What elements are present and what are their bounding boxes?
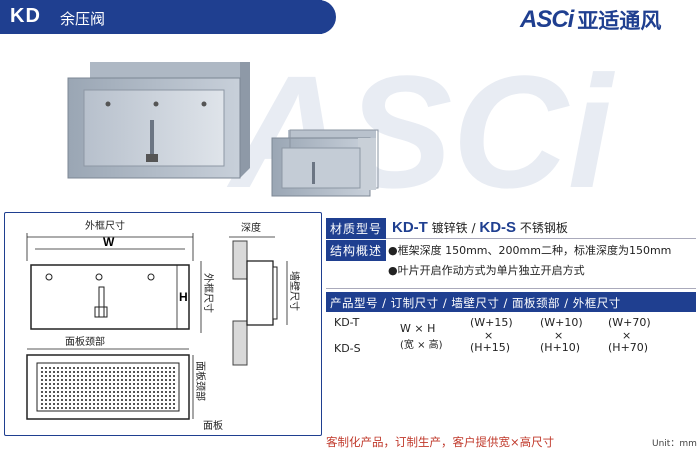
- wall-size-x: ×: [484, 329, 494, 342]
- table-header: 产品型号 / 订制尺寸 / 墙壁尺寸 / 面板颈部 / 外框尺寸: [326, 292, 696, 312]
- panel-label: 面板: [203, 419, 223, 432]
- brand-logo: ASCi 亚适通风: [520, 6, 661, 34]
- brand-name: 亚适通风: [577, 9, 662, 33]
- table-header-text: 产品型号 / 订制尺寸 / 墙壁尺寸 / 面板颈部 / 外框尺寸: [330, 296, 621, 310]
- product-photo: [67, 62, 379, 197]
- material-s-text: 不锈钢板: [519, 221, 568, 235]
- material-value: KD-T 镀锌铁 / KD-S 不锈钢板: [392, 219, 568, 236]
- w-label: W: [103, 235, 115, 249]
- neck-size-x: ×: [554, 329, 564, 342]
- technical-drawing: 外框尺寸 W H 外框尺寸 面板颈部 面板颈部 面板 深度 墙壁尺寸: [4, 212, 322, 436]
- material-row: 材质型号 KD-T 镀锌铁 / KD-S 不锈钢板: [326, 218, 696, 239]
- wall-size-bottom: (H+15): [470, 341, 511, 354]
- h-label: H: [179, 290, 188, 304]
- product-name: 余压阀: [60, 10, 106, 28]
- wall-label: 墙壁尺寸: [288, 271, 301, 311]
- unit-label: Unit：mm: [652, 439, 697, 449]
- frame-size-x: ×: [622, 329, 632, 342]
- material-sep: /: [471, 221, 476, 235]
- model-code: KD: [10, 5, 41, 27]
- custom-size-note: (宽 × 高): [400, 340, 443, 351]
- drawing-svg: 外框尺寸 W H 外框尺寸 面板颈部 面板颈部 面板 深度 墙壁尺寸: [26, 219, 301, 432]
- wall-size-top: (W+15): [470, 316, 513, 329]
- material-s-code: KD-S: [479, 219, 517, 236]
- spec-panel: 材质型号 KD-T 镀锌铁 / KD-S 不锈钢板 结构概述 ●框架深度 150…: [326, 212, 696, 434]
- custom-size: W × H: [400, 322, 436, 335]
- model-kd-t: KD-T: [334, 316, 360, 329]
- frame-size-top: (W+70): [608, 316, 651, 329]
- title-bar: KD 余压阀: [0, 0, 336, 34]
- neck-size-top: (W+10): [540, 316, 583, 329]
- structure-line-2: ●叶片开启作动方式为单片独立开启方式: [388, 264, 585, 277]
- frame-size-bottom: (H+70): [608, 341, 649, 354]
- model-kd-s: KD-S: [334, 342, 361, 355]
- structure-row: 结构概述 ●框架深度 150mm、200mm二种，标准深度为150mm ●叶片开…: [326, 240, 696, 289]
- brand-mark: ASCi: [520, 6, 574, 33]
- panel-neck-label: 面板颈部: [65, 335, 105, 348]
- neck-size-bottom: (H+10): [540, 341, 581, 354]
- structure-line-1: ●框架深度 150mm、200mm二种，标准深度为150mm: [388, 244, 672, 257]
- depth-label: 深度: [241, 221, 261, 234]
- outer-frame-label: 外框尺寸: [85, 219, 125, 232]
- structure-label: 结构概述: [326, 240, 387, 261]
- material-t-code: KD-T: [392, 219, 428, 236]
- panel-side-label: 面板颈部: [194, 361, 207, 401]
- footer-note: 客制化产品，订制生产，客户提供宽×高尺寸: [326, 435, 555, 449]
- h-side-label: 外框尺寸: [202, 273, 215, 313]
- material-label: 材质型号: [326, 218, 387, 239]
- material-t-text: 镀锌铁: [431, 221, 468, 235]
